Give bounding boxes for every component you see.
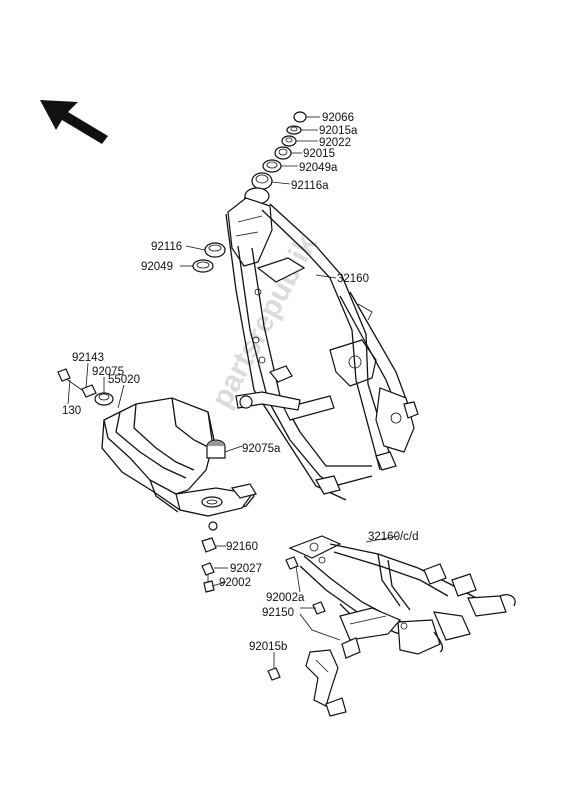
callout-32160cd: 32160/c/d: [368, 531, 419, 543]
front-arrow-icon: [40, 100, 108, 144]
lower-bearing-parts: [192, 242, 226, 273]
callout-92066: 92066: [322, 112, 354, 124]
callout-92116: 92116: [151, 241, 182, 253]
callout-labels: 92066 92015a 92022 92015 92049a 92116a 9…: [62, 112, 419, 653]
skid-plate-mounts: [57, 368, 226, 459]
callout-92075: 92075: [92, 366, 124, 378]
callout-92002a: 92002a: [266, 592, 305, 604]
leader-lines: [67, 116, 399, 668]
callout-92143: 92143: [72, 352, 104, 364]
callout-92015a: 92015a: [319, 125, 358, 137]
callout-92015: 92015: [303, 148, 335, 160]
callout-92002: 92002: [219, 577, 251, 589]
steering-stem-hardware: [251, 111, 307, 190]
callout-92075a: 92075a: [242, 443, 281, 455]
callout-92022: 92022: [319, 137, 351, 149]
skid-plate: [101, 397, 257, 531]
sub-frame: [288, 535, 516, 717]
callout-92049a: 92049a: [299, 162, 338, 174]
callout-92150: 92150: [262, 607, 294, 619]
callout-55020: 55020: [108, 374, 140, 386]
sub-frame-hardware: [267, 556, 326, 681]
main-frame: [225, 187, 419, 501]
callout-92116a: 92116a: [291, 180, 329, 192]
mount-hardware: [201, 537, 217, 593]
callout-92160: 92160: [226, 541, 258, 553]
callout-92049: 92049: [141, 261, 173, 273]
callout-130: 130: [62, 405, 81, 417]
callout-32160: 32160: [337, 273, 369, 285]
callout-92027: 92027: [230, 563, 262, 575]
callout-92015b: 92015b: [249, 641, 287, 653]
